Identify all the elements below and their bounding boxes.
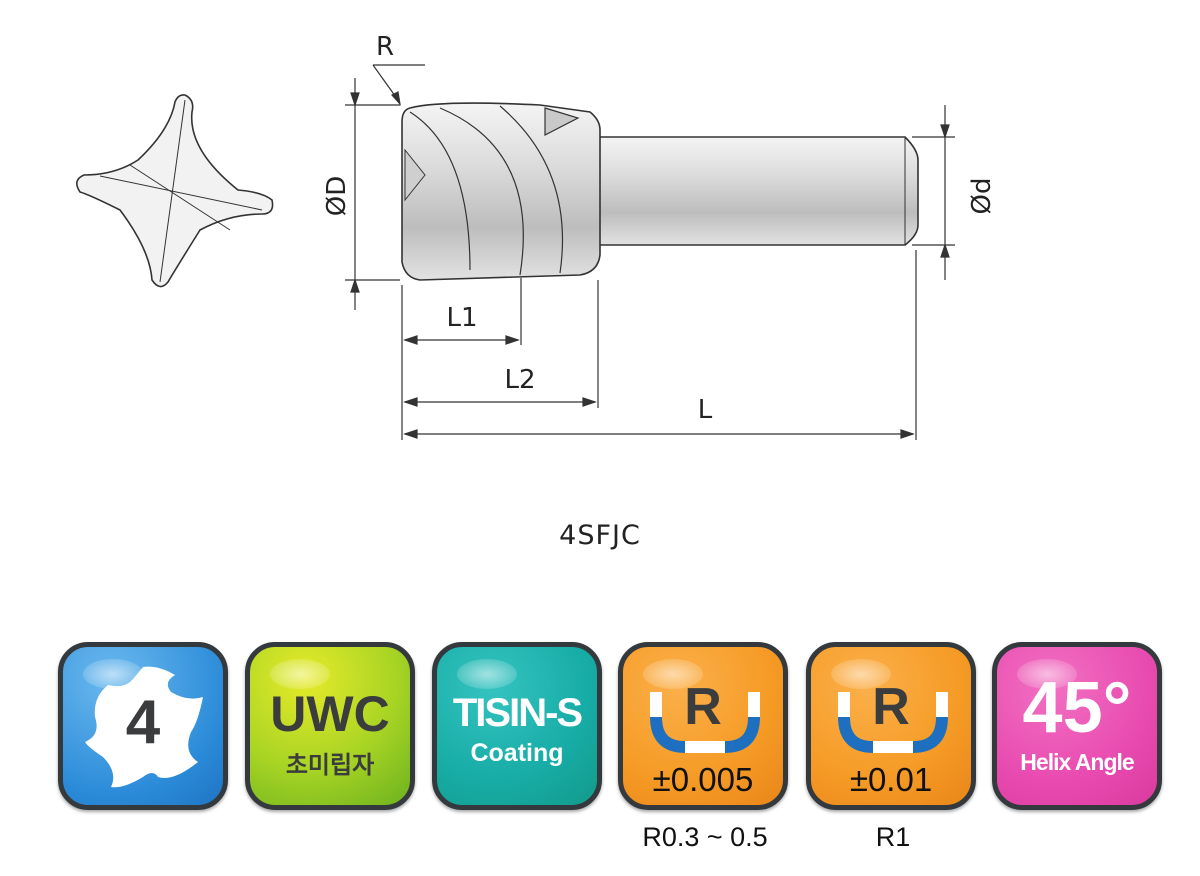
label-l2: L2 xyxy=(504,365,535,395)
helix-angle-value: 45° xyxy=(1022,668,1132,748)
dimension-lines xyxy=(345,64,955,440)
shank xyxy=(597,136,919,246)
radius-letter: R xyxy=(872,678,910,736)
radius-caption-2: R1 xyxy=(875,822,911,852)
coating-subtitle: Coating xyxy=(470,739,564,767)
corner-radius-icon xyxy=(650,692,760,753)
label-shank-diameter: Ød xyxy=(967,178,997,215)
cross-section-view xyxy=(76,94,274,288)
radius-caption-1: R0.3 ~ 0.5 xyxy=(642,822,768,852)
radius-tolerance-badge-2: R ±0.01 xyxy=(806,642,976,810)
radius-tolerance: ±0.005 xyxy=(652,761,754,798)
label-l: L xyxy=(698,395,713,425)
flutes-badge: 4 xyxy=(58,642,228,810)
flute-icon xyxy=(85,666,203,788)
coating-title: TISIN-S xyxy=(452,691,583,735)
helix-angle-badge: 45° Helix Angle xyxy=(992,642,1162,810)
radius-tolerance: ±0.01 xyxy=(849,761,933,798)
label-l1: L1 xyxy=(446,303,477,333)
corner-radius-icon xyxy=(838,692,948,753)
end-mill-drawing: R ØD Ød L1 L2 L xyxy=(76,32,997,440)
radius-tolerance-badge-1: R ±0.005 xyxy=(618,642,788,810)
material-title: UWC xyxy=(270,686,390,742)
flute-count: 4 xyxy=(125,688,161,757)
coating-badge: TISIN-S Coating xyxy=(432,642,602,810)
cutting-head xyxy=(401,102,601,281)
radius-letter: R xyxy=(684,678,722,736)
label-cutting-diameter: ØD xyxy=(322,176,352,217)
model-name: 4SFJC xyxy=(559,520,641,551)
label-r: R xyxy=(376,32,394,62)
helix-angle-label: Helix Angle xyxy=(1020,749,1134,775)
material-subtitle: 초미립자 xyxy=(285,752,375,779)
material-badge: UWC 초미립자 xyxy=(245,642,415,810)
